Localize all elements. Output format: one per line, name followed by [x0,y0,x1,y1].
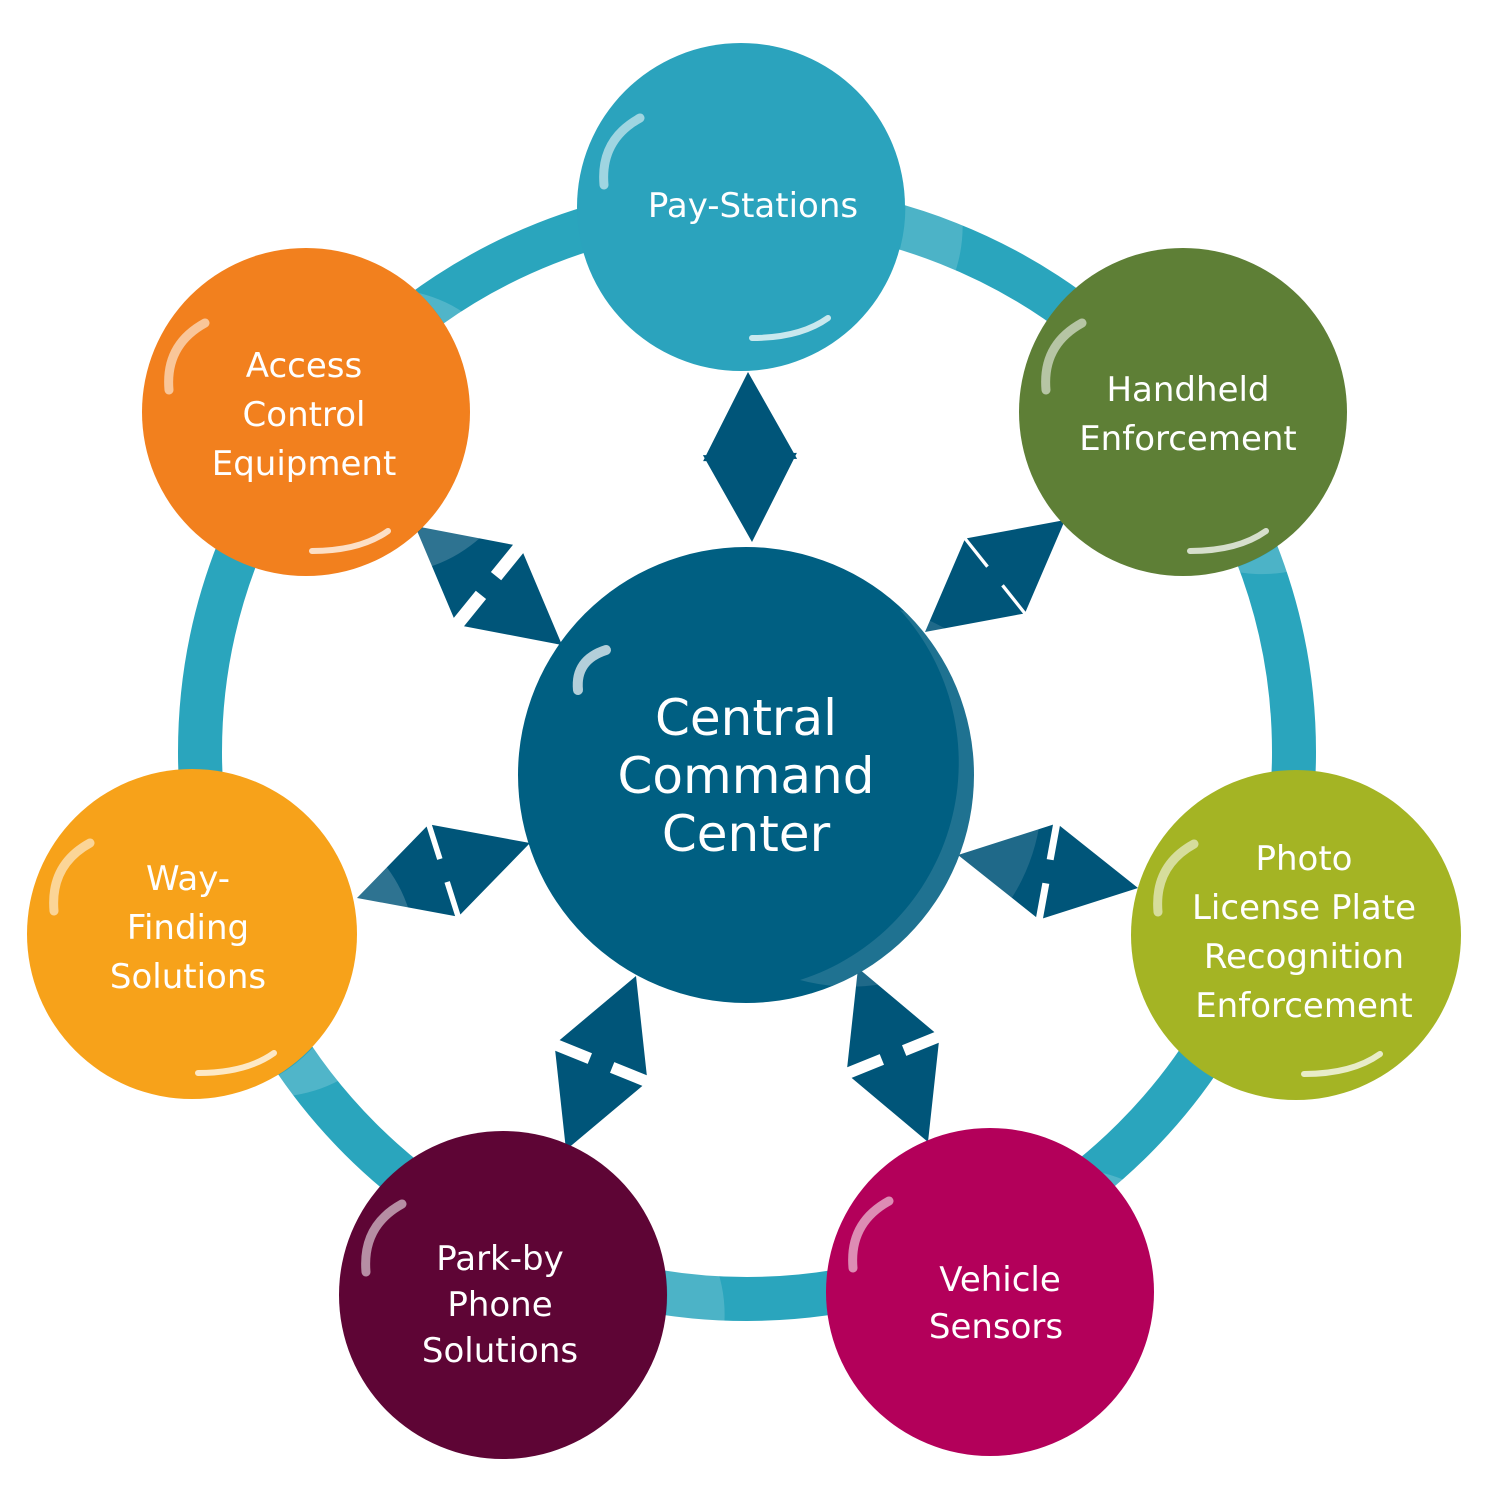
node-handheld-enforcement[interactable]: Handheld Enforcement [1019,248,1405,576]
node-photo-lpr-enforcement-circle [1131,770,1461,1100]
node-pay-stations-circle [577,43,905,371]
node-access-control-reflection [309,528,391,554]
arrow-park-by-phone [555,976,647,1150]
center-line-1: Central [655,689,837,747]
node-way-finding-line-2: Finding [127,908,249,948]
node-park-by-phone-line-3: Solutions [422,1331,578,1371]
node-access-control-glare [164,318,210,395]
node-access-control-line-3: Equipment [212,444,397,484]
arrow-way-finding [357,824,530,917]
node-photo-lpr-enforcement-line-4: Enforcement [1195,986,1413,1026]
node-way-finding[interactable]: Way- Finding Solutions [27,769,416,1099]
node-access-control-line-1: Access [246,346,362,386]
node-handheld-enforcement-highlight [1228,293,1405,575]
node-pay-stations-reflection [749,315,831,341]
node-park-by-phone-glare [361,1199,407,1277]
node-way-finding-highlight [238,814,416,1098]
central-command-center-node[interactable]: Central Command Center [518,547,1042,1003]
node-way-finding-line-1: Way- [146,859,230,899]
node-park-by-phone-circle [339,1131,667,1459]
node-vehicle-sensors-line-1: Vehicle [939,1260,1061,1300]
node-pay-stations[interactable]: Pay-Stations [577,43,963,371]
node-photo-lpr-enforcement[interactable]: Photo License Plate Recognition Enforcem… [1131,770,1500,1100]
node-handheld-enforcement-circle [1019,248,1347,576]
node-handheld-enforcement-line-2: Enforcement [1079,419,1297,459]
node-handheld-enforcement-glare [1041,318,1087,395]
central-command-center-shine [572,645,611,695]
node-handheld-enforcement-line-1: Handheld [1106,370,1269,410]
node-photo-lpr-enforcement-reflection [1301,1051,1383,1077]
node-access-control[interactable]: Access Control Equipment [142,248,528,576]
node-vehicle-sensors-line-2: Sensors [929,1307,1063,1347]
node-park-by-phone[interactable]: Park-by Phone Solutions [339,1131,725,1459]
central-command-center-highlight [800,610,1042,987]
node-vehicle-sensors[interactable]: Vehicle Sensors [826,1128,1212,1456]
node-way-finding-glare [49,838,95,916]
arrow-access-control [415,526,562,645]
node-way-finding-reflection [195,1050,277,1076]
node-vehicle-sensors-circle [826,1128,1154,1456]
node-park-by-phone-line-1: Park-by [436,1239,563,1279]
node-park-by-phone-line-2: Phone [447,1285,552,1325]
center-line-3: Center [662,805,831,863]
central-command-center-circle [518,547,974,1003]
node-way-finding-line-3: Solutions [110,957,266,997]
node-photo-lpr-enforcement-line-3: Recognition [1204,937,1404,977]
node-handheld-enforcement-reflection [1187,528,1269,554]
arrow-handheld-enforcement [925,520,1065,632]
node-pay-stations-highlight [786,88,963,370]
arrow-vehicle-sensors [847,968,939,1142]
node-photo-lpr-enforcement-glare [1153,839,1199,917]
node-pay-stations-line-1: Pay-Stations [648,186,858,226]
arrows-layer [357,372,1138,1150]
node-vehicle-sensors-highlight [1035,1173,1212,1455]
node-vehicle-sensors-glare [848,1196,894,1273]
node-access-control-line-2: Control [243,395,366,435]
center-line-2: Command [618,747,875,805]
node-way-finding-circle [27,769,357,1099]
arrow-photo-lpr [958,824,1138,919]
node-photo-lpr-enforcement-line-2: License Plate [1192,888,1416,928]
node-access-control-circle [142,248,470,576]
node-pay-stations-glare [599,113,645,190]
node-access-control-highlight [351,293,528,575]
node-photo-lpr-enforcement-highlight [1342,815,1500,1099]
node-park-by-phone-highlight [548,1176,725,1458]
node-photo-lpr-enforcement-line-1: Photo [1256,839,1353,879]
arrow-pay-stations [702,372,798,542]
